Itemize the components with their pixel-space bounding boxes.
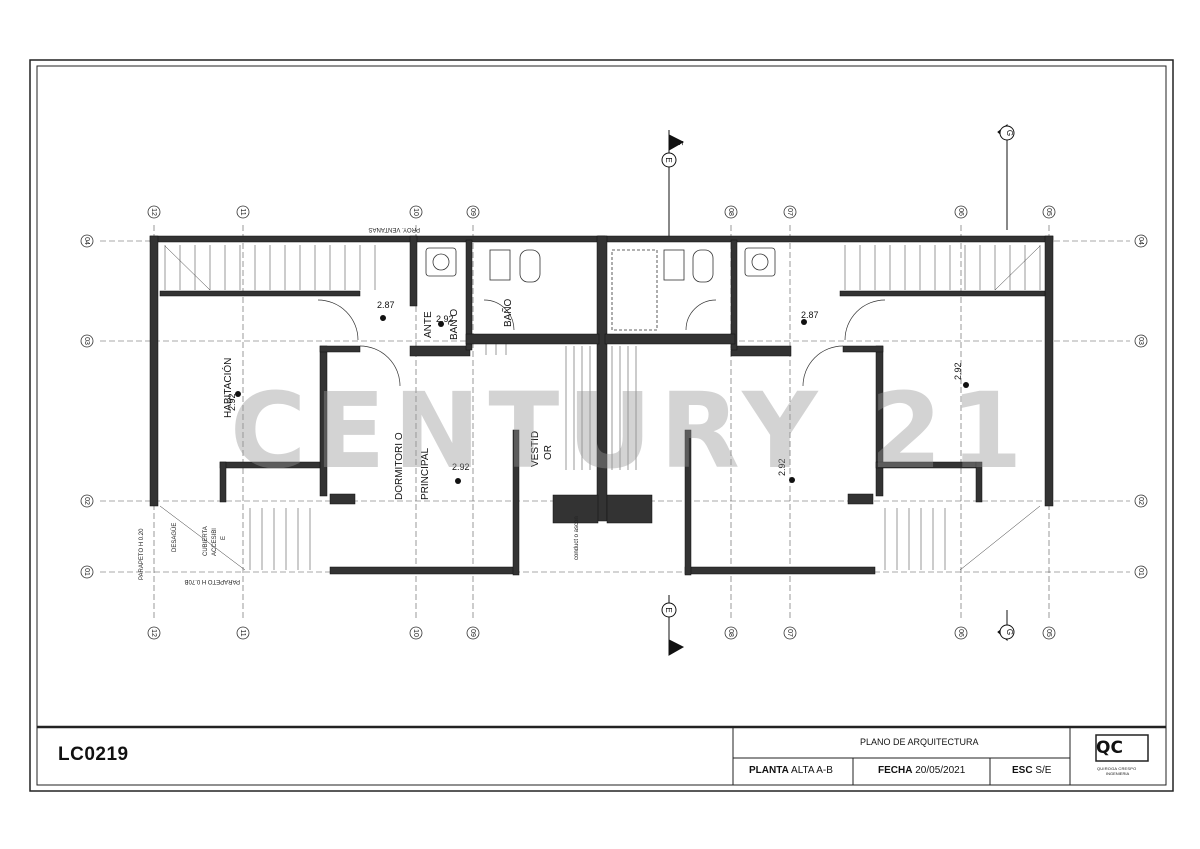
section-markers <box>661 123 1015 656</box>
grid-label-col: 11 <box>239 629 246 636</box>
level-marker <box>801 319 807 325</box>
grid-label-col: 08 <box>727 208 734 216</box>
sheet-inner-border <box>36 65 1167 786</box>
grid-label-col: 06 <box>957 629 964 637</box>
room-label-dormitorio: DORMITORI O <box>394 432 405 500</box>
title-block <box>37 725 1166 785</box>
room-label-cubierta: CUBIERTA <box>203 526 209 556</box>
grid-label-row: 02 <box>1137 497 1144 505</box>
conducto-label: conduct o ascon <box>574 516 580 560</box>
section-label: G <box>1005 629 1014 635</box>
level-value: 2.92 <box>777 458 787 476</box>
grid-label-col: 12 <box>150 629 157 637</box>
level-value: 2.87 <box>801 310 819 320</box>
room-label-cubierta: ACCESIBl <box>212 528 218 556</box>
level-value: 2.92 <box>436 314 454 324</box>
grid-label-row: 03 <box>1137 337 1144 345</box>
section-label: F <box>671 645 680 650</box>
room-label-habitacion: HABITACIÓN <box>221 358 234 418</box>
grid-bubbles <box>80 205 1148 640</box>
room-label-vestidor: VESTID <box>530 431 541 467</box>
room-label-vestidor: OR <box>543 445 554 460</box>
parapeto-label: PARAPETO H 0.70B <box>185 578 240 584</box>
level-value: 2.92 <box>452 462 470 472</box>
proy-ventanas-label: PROY. VENTANAS <box>369 226 420 232</box>
room-label-bano: BAÑ O <box>447 309 460 340</box>
grid-label-col: 05 <box>1045 629 1052 637</box>
grid-label-col: 08 <box>727 629 734 637</box>
sheet-outer-border <box>29 59 1174 792</box>
grid-label-col: 05 <box>1045 208 1052 216</box>
grid-lines <box>100 225 1130 620</box>
grid-label-row: 01 <box>83 568 90 576</box>
bathroom-fixtures <box>425 247 776 331</box>
grid-label-col: 07 <box>786 629 793 637</box>
grid-label-row: 03 <box>83 337 90 345</box>
level-marker <box>438 321 444 327</box>
grid-label-col: 09 <box>469 208 476 216</box>
level-marker <box>789 477 795 483</box>
grid-label-col: 10 <box>412 208 419 216</box>
section-label: F <box>675 141 684 146</box>
grid-label-col: 12 <box>150 208 157 216</box>
level-marker <box>235 391 241 397</box>
section-label: E <box>664 157 673 162</box>
grid-label-row: 01 <box>1137 568 1144 576</box>
level-value: 2.92 <box>227 393 237 411</box>
grid-label-col: 06 <box>957 208 964 216</box>
grid-label-row: 02 <box>83 497 90 505</box>
grid-label-col: 11 <box>239 208 246 215</box>
room-label-principal: PRINCIPAL <box>420 448 431 500</box>
grid-label-col: 09 <box>469 629 476 637</box>
level-value: 2.87 <box>377 300 395 310</box>
level-marker <box>963 382 969 388</box>
section-label: E <box>664 607 673 612</box>
level-value: 2.92 <box>953 362 963 380</box>
grid-label-col: 10 <box>412 629 419 637</box>
grid-labels: 12 11 10 09 08 07 06 05 12 11 10 09 08 0… <box>83 208 1144 637</box>
room-label-bano: BAÑO <box>501 298 514 327</box>
walls <box>149 235 1054 576</box>
room-label-ante: ANTE <box>423 311 434 338</box>
level-marker <box>455 478 461 484</box>
grid-label-col: 07 <box>786 208 793 216</box>
grid-label-row: 04 <box>1137 237 1144 245</box>
room-label-cubierta: E <box>221 536 227 540</box>
parapeto-label: PARAPETO H 0.20 <box>139 528 145 580</box>
grid-label-row: 04 <box>83 237 90 245</box>
level-marker <box>380 315 386 321</box>
desague-label: DESAGÜE <box>171 523 178 552</box>
section-label: G <box>1005 130 1014 136</box>
roof-hatching <box>159 245 1041 571</box>
door-swings <box>317 299 886 387</box>
